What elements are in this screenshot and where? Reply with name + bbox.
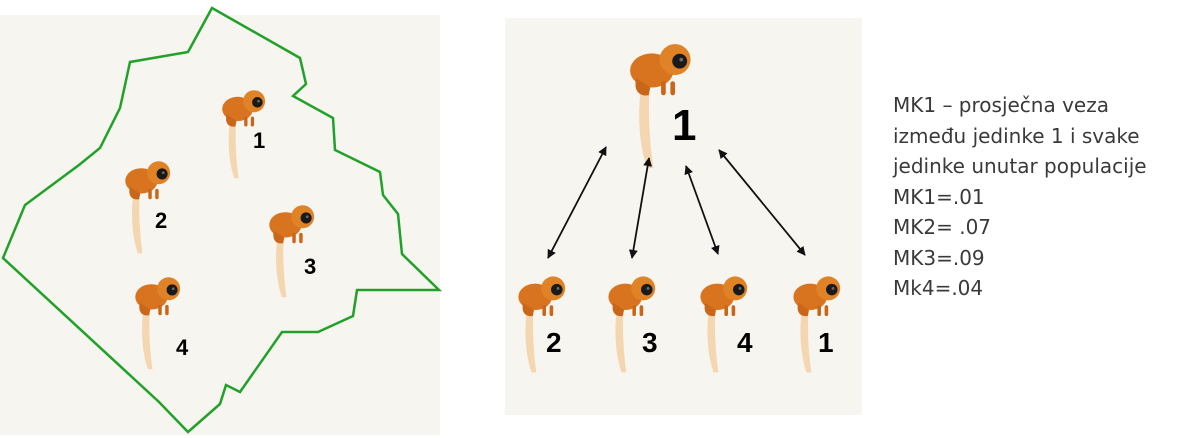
left-panel-background — [0, 15, 440, 435]
caption-line: MK1 – prosječna veza — [893, 93, 1109, 117]
kinship-arrow — [684, 165, 720, 255]
monkey-label: 1 — [253, 128, 265, 153]
caption-line: MK3=.09 — [893, 245, 985, 270]
caption-line: Mk4=.04 — [893, 276, 984, 300]
monkey-label: 3 — [304, 254, 316, 279]
caption-line: MK1=.01 — [893, 184, 985, 209]
top-monkey-label: 1 — [672, 101, 696, 150]
monkey-label: 4 — [176, 335, 189, 360]
territory-border — [1, 6, 443, 434]
caption-line: MK2= .07 — [893, 215, 992, 239]
caption-line: između jedinke 1 i svake — [893, 123, 1140, 148]
kinship-arrow — [718, 149, 806, 256]
bottom-monkey-label: 1 — [818, 327, 834, 358]
bottom-monkey-label: 2 — [546, 327, 562, 358]
caption-line: jedinke unutar populacije — [893, 154, 1147, 178]
monkey-label: 2 — [155, 208, 167, 233]
kinship-arrow — [547, 146, 607, 259]
kinship-arrow — [628, 157, 653, 259]
bottom-monkey-label: 3 — [642, 327, 658, 358]
bottom-monkey-label: 4 — [737, 327, 753, 358]
caption: MK1 – prosječna veza između jedinke 1 i … — [893, 90, 1193, 304]
